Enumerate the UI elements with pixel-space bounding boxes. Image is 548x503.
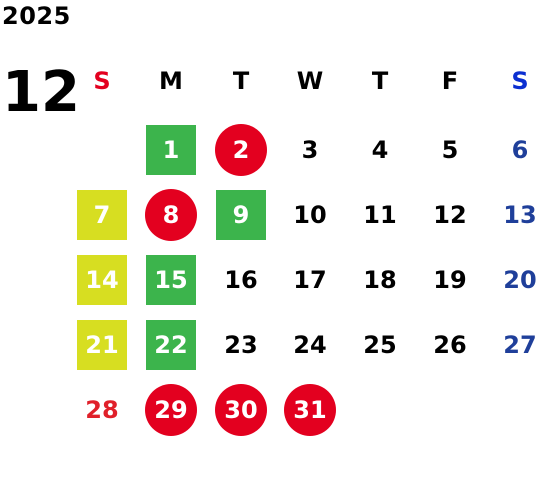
- calendar-day[interactable]: 31: [284, 384, 336, 436]
- calendar-day[interactable]: 20: [503, 266, 537, 294]
- year-label: 2025: [2, 2, 71, 30]
- calendar-day[interactable]: 19: [433, 266, 467, 294]
- weekday-header: F: [441, 67, 459, 95]
- calendar-day[interactable]: 13: [503, 201, 537, 229]
- calendar-day[interactable]: 3: [301, 136, 319, 164]
- weekday-header: S: [93, 67, 111, 95]
- calendar-day[interactable]: 16: [224, 266, 258, 294]
- calendar-day[interactable]: 29: [145, 384, 197, 436]
- calendar-day[interactable]: 12: [433, 201, 467, 229]
- calendar-day[interactable]: 5: [441, 136, 459, 164]
- calendar-day[interactable]: 24: [293, 331, 327, 359]
- calendar-day[interactable]: 21: [77, 320, 127, 370]
- calendar-day[interactable]: 14: [77, 255, 127, 305]
- calendar-day[interactable]: 2: [215, 124, 267, 176]
- calendar-day[interactable]: 11: [363, 201, 397, 229]
- calendar-day[interactable]: 6: [511, 136, 529, 164]
- calendar-day[interactable]: 15: [146, 255, 196, 305]
- calendar-day[interactable]: 22: [146, 320, 196, 370]
- calendar-day[interactable]: 7: [77, 190, 127, 240]
- calendar-day[interactable]: 27: [503, 331, 537, 359]
- calendar-day[interactable]: 18: [363, 266, 397, 294]
- calendar-day[interactable]: 8: [145, 189, 197, 241]
- month-number: 12: [2, 60, 80, 125]
- calendar-day[interactable]: 28: [85, 396, 119, 424]
- calendar-day[interactable]: 1: [146, 125, 196, 175]
- weekday-header: W: [296, 67, 324, 95]
- calendar-day[interactable]: 10: [293, 201, 327, 229]
- calendar-day[interactable]: 9: [216, 190, 266, 240]
- calendar-day[interactable]: 4: [371, 136, 389, 164]
- weekday-header: T: [232, 67, 250, 95]
- calendar-day[interactable]: 25: [363, 331, 397, 359]
- weekday-header: S: [511, 67, 529, 95]
- weekday-header: M: [159, 67, 183, 95]
- calendar-day[interactable]: 23: [224, 331, 258, 359]
- calendar-day[interactable]: 26: [433, 331, 467, 359]
- calendar-day[interactable]: 30: [215, 384, 267, 436]
- weekday-header: T: [371, 67, 389, 95]
- calendar-day[interactable]: 17: [293, 266, 327, 294]
